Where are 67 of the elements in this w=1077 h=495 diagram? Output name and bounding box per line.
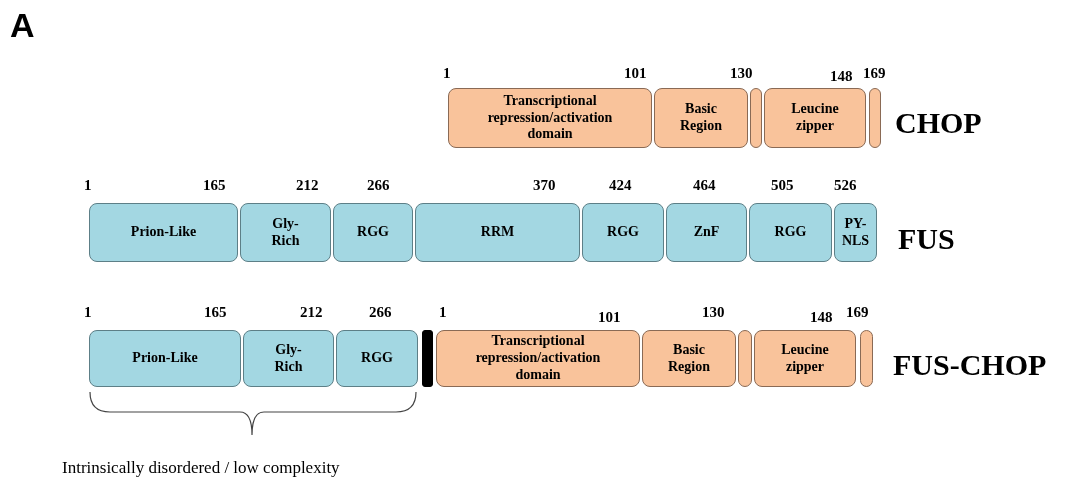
domain-segment <box>750 88 762 148</box>
domain-box <box>448 88 652 148</box>
domain-label: Gly-Rich <box>273 341 304 376</box>
residue-number: 212 <box>296 178 319 193</box>
domain-label: Basic Region <box>667 341 711 376</box>
domain-box <box>764 88 866 148</box>
residue-number: 101 <box>624 66 647 81</box>
residue-number: 148 <box>830 69 853 84</box>
domain-label: Leucine zipper <box>780 341 830 376</box>
domain-box <box>582 203 664 262</box>
residue-number: 1 <box>84 305 92 320</box>
domain-box <box>754 330 856 387</box>
bracket-caption: Intrinsically disordered / low complexity <box>62 459 340 476</box>
domain-box <box>666 203 747 262</box>
domain-label: Basic Region <box>679 101 723 135</box>
domain-label: ZnF <box>693 224 720 241</box>
domain-box <box>436 330 640 387</box>
domain-label: Prion-Like <box>130 224 197 241</box>
residue-number: 1 <box>84 178 92 193</box>
domain-label: RGG <box>357 224 389 241</box>
residue-number: 165 <box>203 178 226 193</box>
domain-box <box>333 203 413 262</box>
domain-box <box>240 203 331 262</box>
domain-segment <box>738 330 752 387</box>
residue-number: 266 <box>369 305 392 320</box>
domain-label: Transcriptional repression/activation domain <box>474 333 602 384</box>
domain-label: Transcriptional repression/activation domain <box>486 92 614 144</box>
domain-box <box>654 88 748 148</box>
protein-name: FUS <box>898 224 955 254</box>
linker-bar <box>422 330 433 387</box>
residue-number: 165 <box>204 305 227 320</box>
domain-segment <box>860 330 873 387</box>
residue-number: 148 <box>810 310 833 325</box>
residue-number: 1 <box>443 66 451 81</box>
domain-label: Gly-Rich <box>270 215 301 250</box>
domain-box <box>336 330 418 387</box>
panel-letter: A <box>10 8 35 42</box>
residue-number: 1 <box>439 305 447 320</box>
protein-name: FUS-CHOP <box>893 350 1047 380</box>
protein-name: CHOP <box>895 108 982 138</box>
domain-segment <box>869 88 881 148</box>
residue-number: 130 <box>730 66 753 81</box>
domain-label: Prion-Like <box>132 350 198 367</box>
residue-number: 101 <box>598 310 621 325</box>
domain-box <box>89 330 241 387</box>
domain-label: Leucine zipper <box>790 101 840 135</box>
domain-box <box>89 203 238 262</box>
residue-number: 424 <box>609 178 632 193</box>
domain-box <box>415 203 580 262</box>
domain-label: PY-NLS <box>840 215 871 250</box>
residue-number: 464 <box>693 178 716 193</box>
residue-number: 169 <box>863 66 886 81</box>
domain-label: RRM <box>480 224 515 241</box>
residue-number: 505 <box>771 178 794 193</box>
domain-box <box>642 330 736 387</box>
domain-box <box>749 203 832 262</box>
domain-box <box>243 330 334 387</box>
residue-number: 370 <box>533 178 556 193</box>
domain-label: RGG <box>361 350 393 367</box>
residue-number: 266 <box>367 178 390 193</box>
residue-number: 212 <box>300 305 323 320</box>
residue-number: 130 <box>702 305 725 320</box>
residue-number: 526 <box>834 178 857 193</box>
domain-label: RGG <box>607 224 639 241</box>
domain-label: RGG <box>774 224 807 241</box>
domain-box <box>834 203 877 262</box>
residue-number: 169 <box>846 305 869 320</box>
